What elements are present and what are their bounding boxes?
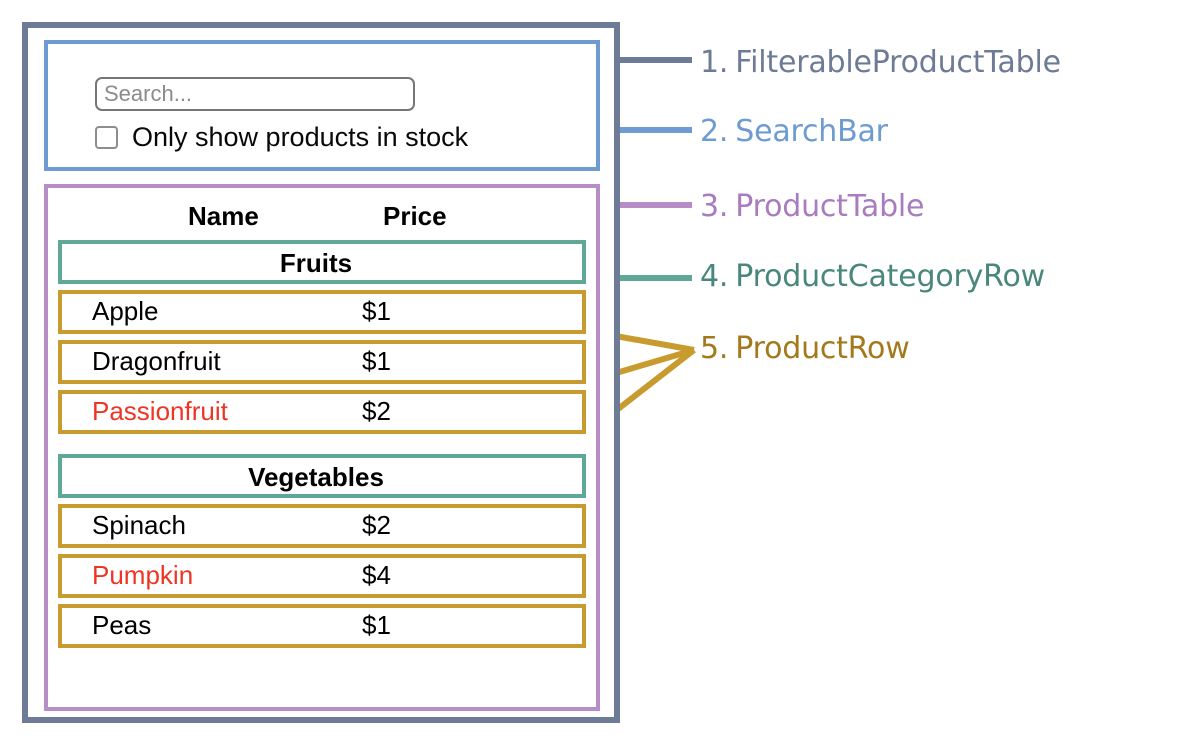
only-in-stock-checkbox[interactable] xyxy=(95,126,118,149)
product-category-row: Fruits xyxy=(58,240,586,284)
legend-number: 5. xyxy=(700,331,729,366)
product-price: $1 xyxy=(362,609,391,640)
product-table-frame: Name Price Fruits Apple $1 Dragonfruit $… xyxy=(44,184,600,711)
in-stock-filter-row[interactable]: Only show products in stock xyxy=(95,124,468,151)
legend-label: SearchBar xyxy=(735,114,888,149)
legend-item-product-table: 3.ProductTable xyxy=(700,189,925,224)
only-in-stock-label: Only show products in stock xyxy=(132,122,469,152)
legend-label: FilterableProductTable xyxy=(735,45,1061,80)
product-name: Passionfruit xyxy=(92,395,228,426)
legend-number: 1. xyxy=(700,45,729,80)
legend-label: ProductTable xyxy=(735,189,925,224)
search-input-wrapper xyxy=(95,77,415,111)
column-header-price: Price xyxy=(383,201,447,231)
product-name: Peas xyxy=(92,609,152,640)
product-price: $2 xyxy=(362,509,391,540)
product-price: $1 xyxy=(362,295,391,326)
product-name: Dragonfruit xyxy=(92,345,221,376)
product-row: Apple $1 xyxy=(58,290,586,334)
product-row: Peas $1 xyxy=(58,604,586,648)
category-group-spacer xyxy=(58,440,586,454)
search-bar-frame: Only show products in stock xyxy=(44,40,600,171)
product-row: Spinach $2 xyxy=(58,504,586,548)
legend-number: 4. xyxy=(700,259,729,294)
product-price: $4 xyxy=(362,559,391,590)
legend-item-product-row: 5.ProductRow xyxy=(700,331,910,366)
product-table-inner: Name Price Fruits Apple $1 Dragonfruit $… xyxy=(58,194,586,654)
product-name: Pumpkin xyxy=(92,559,194,590)
product-row: Pumpkin $4 xyxy=(58,554,586,598)
legend-number: 2. xyxy=(700,114,729,149)
product-category-label: Fruits xyxy=(279,247,353,278)
product-category-row: Vegetables xyxy=(58,454,586,498)
legend-label: ProductRow xyxy=(735,331,910,366)
legend-item-search-bar: 2.SearchBar xyxy=(700,114,888,149)
product-price: $2 xyxy=(362,395,391,426)
product-row: Dragonfruit $1 xyxy=(58,340,586,384)
legend-number: 3. xyxy=(700,189,729,224)
legend-item-filterable-product-table: 1.FilterableProductTable xyxy=(700,45,1061,80)
product-name: Apple xyxy=(92,295,159,326)
legend-item-product-category-row: 4.ProductCategoryRow xyxy=(700,259,1045,294)
product-table-header-row: Name Price xyxy=(58,194,586,240)
product-name: Spinach xyxy=(92,509,186,540)
search-input[interactable] xyxy=(95,77,415,111)
legend-label: ProductCategoryRow xyxy=(735,259,1045,294)
product-category-label: Vegetables xyxy=(248,461,384,492)
product-row: Passionfruit $2 xyxy=(58,390,586,434)
column-header-name: Name xyxy=(188,201,259,231)
product-price: $1 xyxy=(362,345,391,376)
